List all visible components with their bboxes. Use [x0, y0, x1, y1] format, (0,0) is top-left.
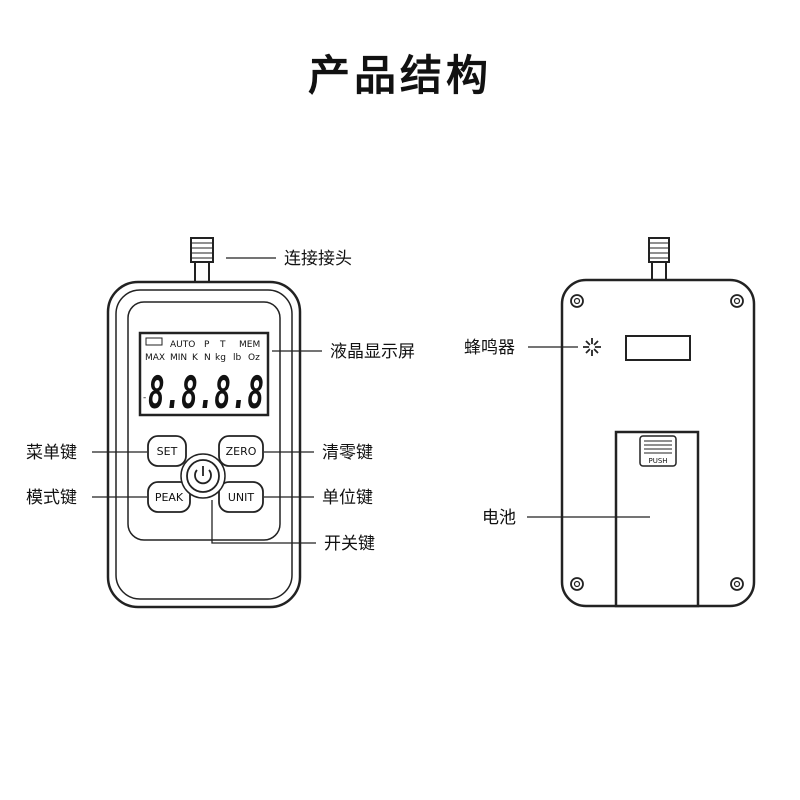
front-body-inner: [115, 289, 293, 600]
svg-text:ZERO: ZERO: [226, 445, 257, 458]
svg-text:SET: SET: [157, 445, 178, 458]
label-mode-key: 模式键: [26, 488, 77, 508]
lcd-t: T: [219, 340, 226, 350]
svg-text:PEAK: PEAK: [155, 491, 184, 504]
lcd-min: MIN: [170, 353, 187, 363]
set-button[interactable]: SET: [147, 435, 187, 467]
peak-button[interactable]: PEAK: [147, 481, 191, 513]
front-body-outer: [106, 280, 302, 609]
unit-button[interactable]: UNIT: [218, 481, 264, 513]
buzzer-icon: [583, 338, 601, 356]
lcd-max: MAX: [145, 353, 165, 363]
battery-cover[interactable]: PUSH: [614, 430, 700, 608]
svg-text:UNIT: UNIT: [228, 491, 255, 504]
lcd-lb: lb: [233, 353, 242, 363]
lcd-digits: 8.8.8.8: [148, 368, 264, 419]
back-window: [625, 335, 691, 361]
lcd-oz: Oz: [248, 353, 260, 363]
label-battery: 电池: [482, 508, 516, 528]
lcd-sign: -: [143, 393, 146, 403]
push-latch[interactable]: PUSH: [639, 435, 677, 467]
screw-icon: [570, 294, 744, 591]
power-button[interactable]: [180, 453, 226, 499]
front-device: AUTO P T MEM MAX MIN K N kg lb Oz - 8.8.…: [26, 237, 415, 609]
label-buzzer: 蜂鸣器: [464, 338, 515, 358]
lcd-mem: MEM: [239, 340, 260, 350]
label-zero-key: 清零键: [322, 443, 373, 463]
lcd-auto: AUTO: [170, 340, 195, 350]
push-label: PUSH: [648, 457, 667, 465]
front-panel: [127, 301, 281, 541]
lcd-p: P: [204, 340, 210, 350]
zero-button[interactable]: ZERO: [218, 435, 264, 467]
page-title: 产品结构: [307, 51, 492, 100]
label-menu-key: 菜单键: [26, 443, 77, 463]
lcd-kg: kg: [215, 353, 226, 363]
label-lcd: 液晶显示屏: [330, 342, 415, 362]
back-connector: [648, 237, 670, 283]
label-unit-key: 单位键: [322, 488, 373, 508]
lcd-n: N: [204, 353, 211, 363]
power-icon: [194, 466, 212, 485]
back-device: PUSH 蜂鸣器 电池: [464, 237, 756, 608]
label-connector: 连接接头: [284, 249, 352, 269]
label-power-key: 开关键: [324, 534, 375, 554]
lcd-k: K: [192, 353, 199, 363]
lcd-screen: AUTO P T MEM MAX MIN K N kg lb Oz - 8.8.…: [138, 331, 270, 419]
front-connector: [190, 237, 214, 285]
